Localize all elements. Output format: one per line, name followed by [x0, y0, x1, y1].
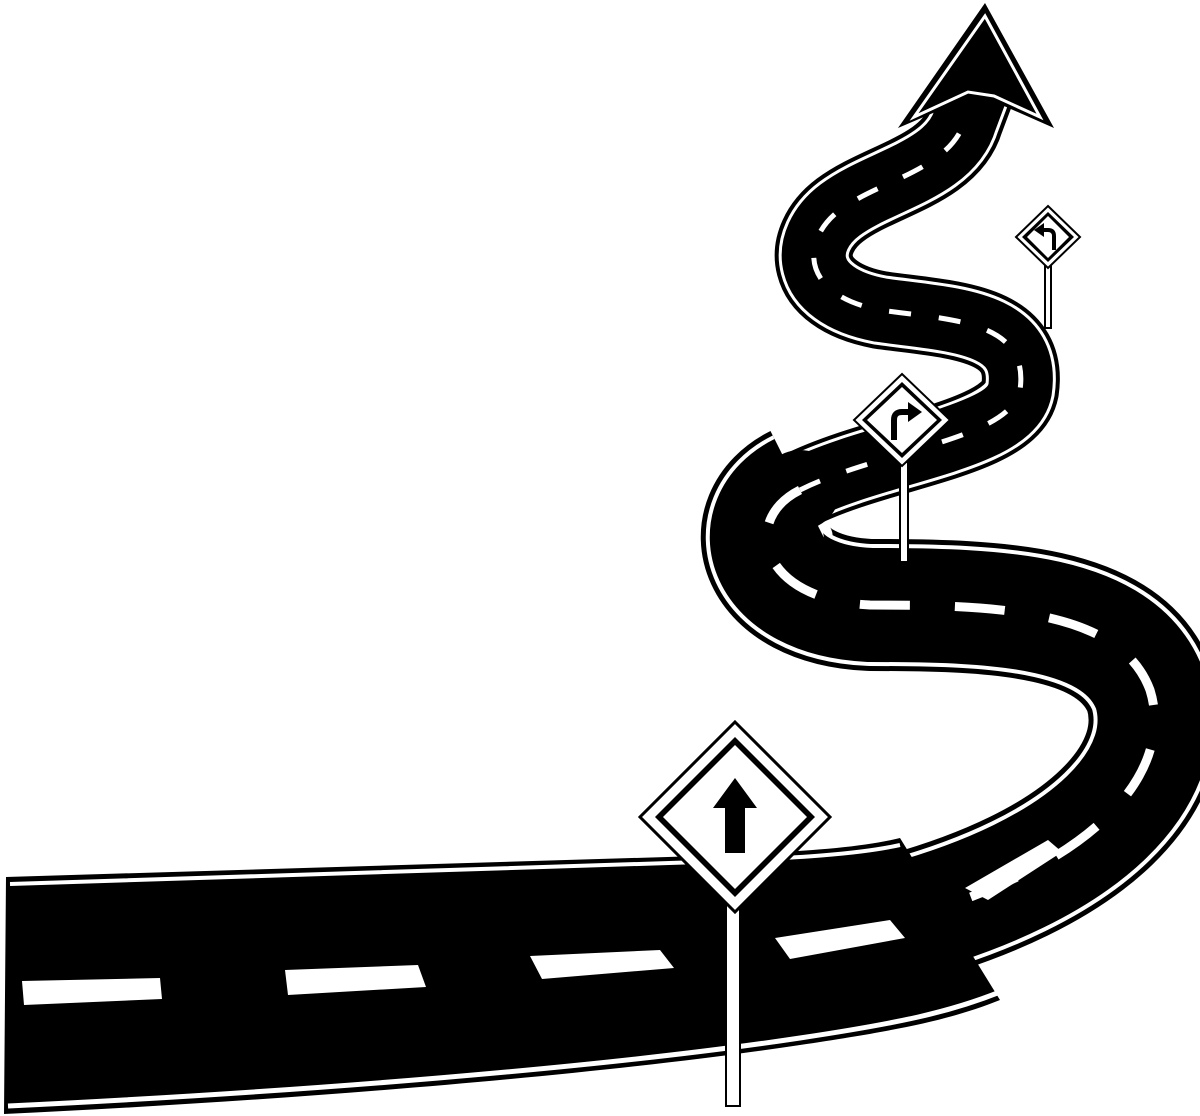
winding-road — [700, 66, 1200, 990]
straight-road — [4, 838, 1062, 1114]
left-turn-arrow-icon — [1042, 228, 1056, 250]
left-turn-sign — [1014, 204, 1082, 329]
right-turn-arrow-icon — [891, 409, 910, 440]
lane-dash — [530, 950, 674, 979]
lane-dashes — [798, 119, 1024, 493]
straight-arrow-icon — [713, 778, 757, 853]
lane-dash — [285, 965, 426, 995]
right-turn-sign — [852, 372, 952, 563]
straight-ahead-sign — [637, 719, 833, 1107]
lane-dash — [22, 978, 162, 1005]
arrow-head-icon — [898, 3, 1054, 128]
lane-dash — [775, 920, 905, 959]
lane-dashes — [762, 485, 1159, 930]
lane-dash — [965, 840, 1062, 900]
